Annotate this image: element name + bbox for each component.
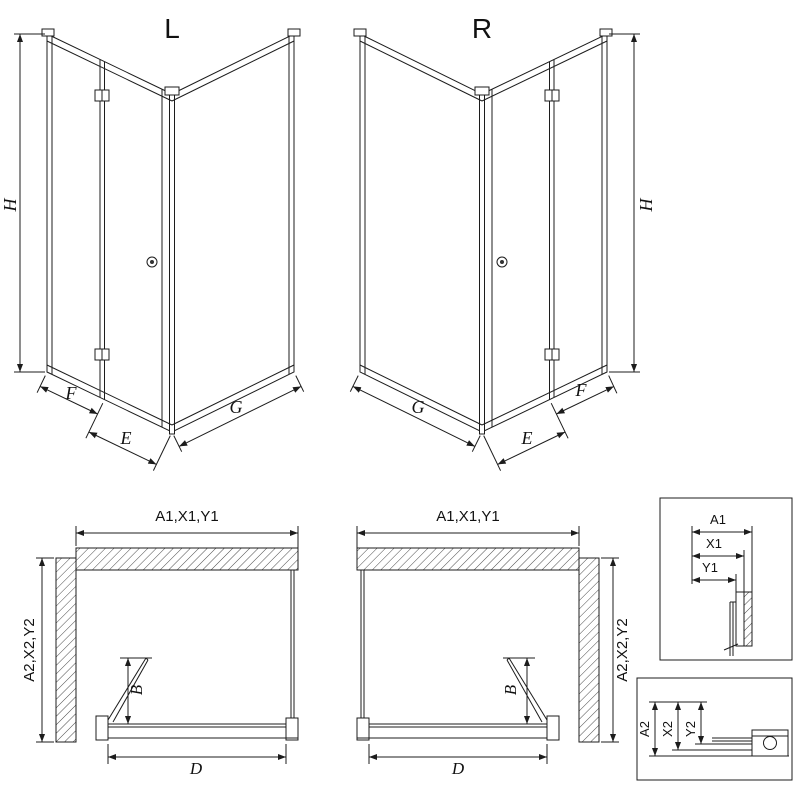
dimension-h-right: H [609, 33, 656, 373]
dimension-width-left: A1,X1,Y1 [75, 508, 299, 568]
dim-label-e: E [521, 428, 533, 448]
dimension-door-fold-left: B [120, 657, 152, 724]
dimension-door-fold-right: B [501, 657, 535, 724]
plan-view-left: A1,X1,Y1 A2,X2,Y2 [21, 508, 299, 778]
dim-label-x1: X1 [706, 536, 722, 551]
dim-label-a1: A1 [710, 512, 726, 527]
iso-left-glass-panels [41, 28, 301, 435]
dim-label-y2: Y2 [683, 721, 698, 737]
dimension-h-left: H [0, 33, 45, 373]
dimension-f-e-left: F E [36, 375, 171, 471]
dimension-g-left: G [173, 375, 305, 452]
dimension-entry-left: D [107, 744, 287, 778]
dimension-depth-right: A2,X2,Y2 [601, 557, 631, 743]
dim-label-f: F [65, 383, 78, 403]
dimension-entry-right: D [368, 744, 548, 778]
side-wall-hatched [578, 557, 600, 743]
iso-view-left: L [0, 13, 305, 471]
dim-label-b: B [127, 684, 146, 695]
side-wall-hatched [55, 557, 77, 743]
dim-label-h: H [636, 198, 656, 213]
view-label-r: R [472, 13, 492, 44]
dim-label-d: D [189, 759, 203, 778]
detail-depth-adjustment: A2 X2 Y2 [636, 677, 793, 781]
iso-left-bifold-door [94, 59, 163, 428]
hinge-bottom-icon [544, 348, 560, 361]
plan-right-enclosure [356, 570, 560, 741]
back-wall-hatched [356, 547, 580, 571]
detail-frame [636, 677, 793, 781]
dim-label-x2: X2 [660, 721, 675, 737]
iso-view-right: R [349, 13, 656, 471]
bottom-profile-section-horizontal [712, 729, 789, 757]
hinge-top-icon [544, 89, 560, 102]
wall-profile-section-vertical [723, 591, 753, 656]
dim-label-f: F [575, 380, 588, 400]
dim-label-width-range: A1,X1,Y1 [155, 508, 218, 525]
dimension-depth-left: A2,X2,Y2 [21, 557, 54, 743]
dimension-g-right: G [349, 375, 481, 452]
dim-label-y1: Y1 [702, 560, 718, 575]
door-knob-icon [146, 256, 158, 268]
dim-label-e: E [120, 428, 132, 448]
dim-label-depth-range: A2,X2,Y2 [21, 618, 38, 681]
dim-label-a2: A2 [637, 721, 652, 737]
dim-label-g: G [230, 397, 243, 417]
hinge-top-icon [94, 89, 110, 102]
detail-width-adjustment: A1 X1 Y1 [659, 497, 793, 661]
dim-label-width-range: A1,X1,Y1 [436, 508, 499, 525]
door-knob-icon [496, 256, 508, 268]
hinge-bottom-icon [94, 348, 110, 361]
dim-label-g: G [412, 397, 425, 417]
dim-label-depth-range: A2,X2,Y2 [614, 618, 631, 681]
iso-right-glass-panels [353, 28, 613, 435]
iso-right-bifold-door [491, 59, 560, 428]
detail-frame [659, 497, 793, 661]
back-wall-hatched [75, 547, 299, 571]
dim-label-b: B [501, 684, 520, 695]
view-label-l: L [164, 13, 180, 44]
dim-label-h: H [0, 198, 20, 213]
dimension-f-e-right: F E [483, 375, 618, 471]
plan-view-right: A1,X1,Y1 A2,X2,Y2 [356, 508, 631, 778]
dim-label-d: D [451, 759, 465, 778]
